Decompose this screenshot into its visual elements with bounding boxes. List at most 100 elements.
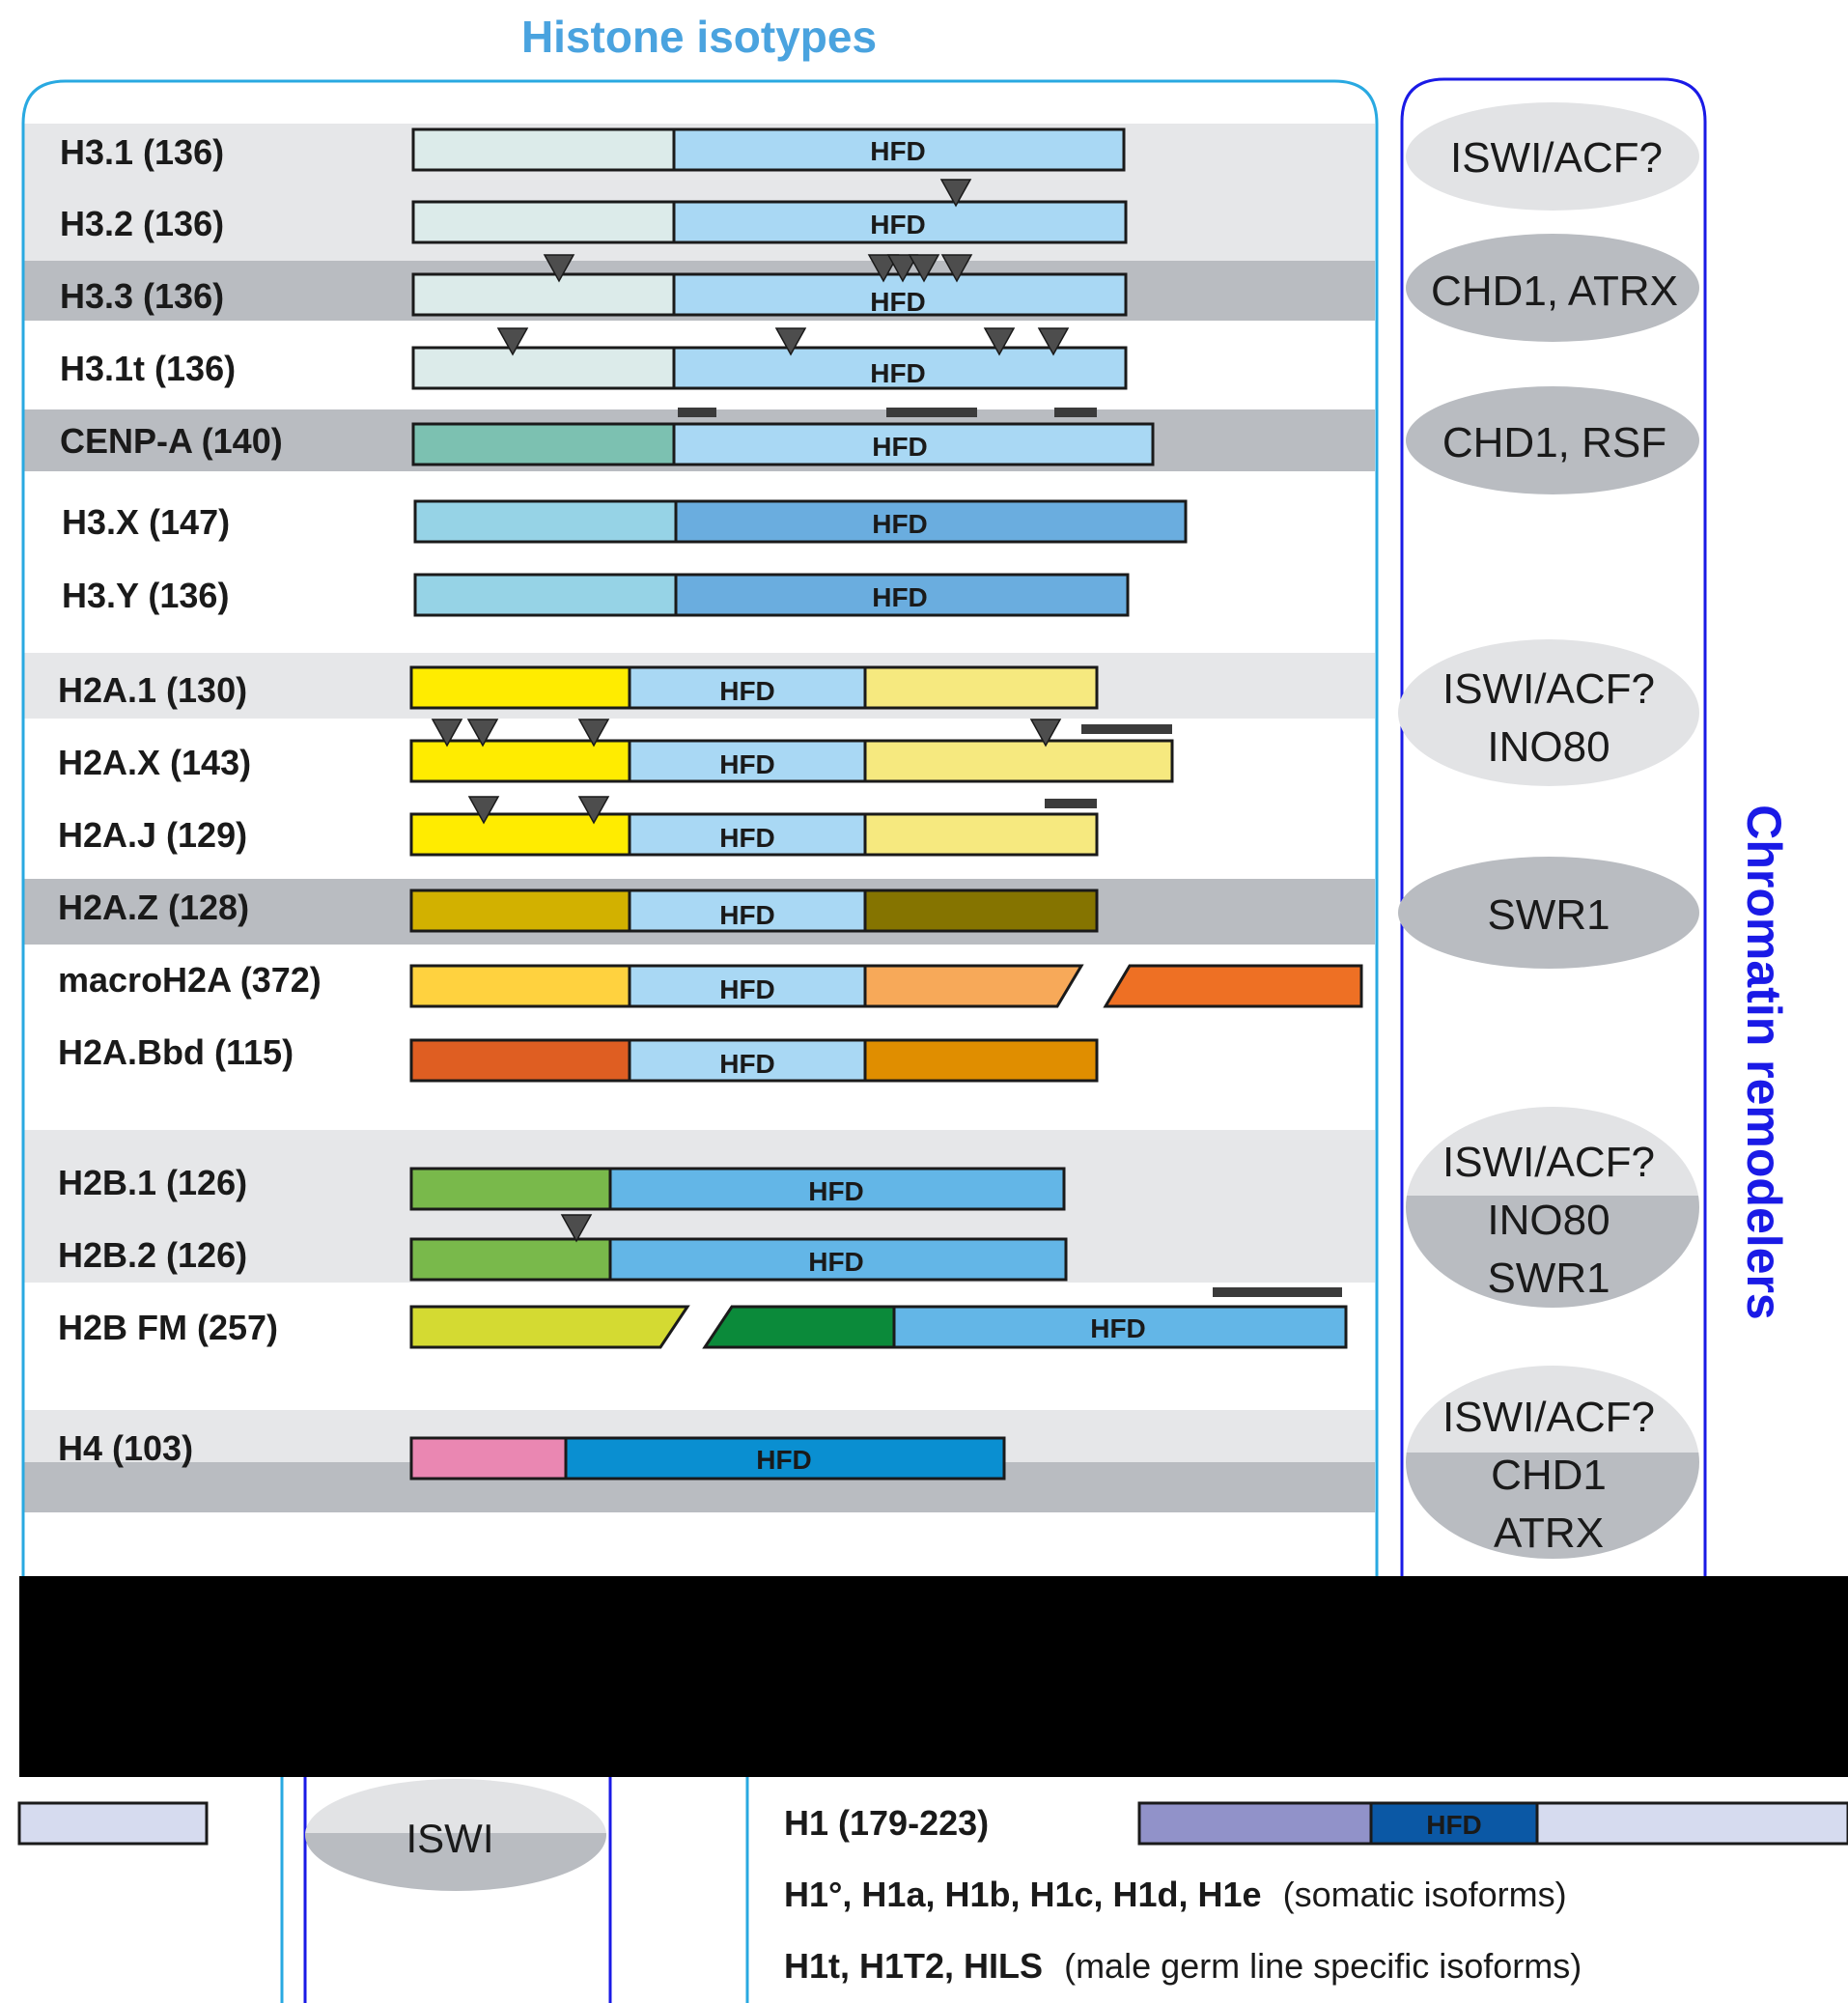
h2a-bbd-c-segment — [863, 1038, 1099, 1083]
marker-triangle — [466, 719, 499, 748]
hfd-label-h3-y: HFD — [872, 582, 928, 612]
label-h2b-fm: H2B FM (257) — [58, 1308, 278, 1347]
h2a-x-c-segment — [863, 739, 1174, 783]
label-h3-3: H3.3 (136) — [60, 276, 224, 316]
label-h2a-1: H2A.1 (130) — [58, 670, 247, 710]
region-dash — [1081, 724, 1172, 734]
hfd-label-h4: HFD — [756, 1445, 812, 1475]
h2a-1-c-segment — [863, 665, 1099, 710]
hfd-label-h2b-2: HFD — [808, 1247, 864, 1277]
hfd-label-h2b-1: HFD — [808, 1176, 864, 1206]
region-dash — [678, 408, 716, 417]
remodeler-text: SWR1 — [1487, 891, 1610, 939]
histone-labels: H3.1 (136) H3.2 (136) H3.3 (136) H3.1t (… — [58, 132, 322, 1468]
domain-bars — [409, 127, 1363, 1481]
label-h3-1: H3.1 (136) — [60, 132, 224, 172]
marker-triangle — [886, 254, 919, 283]
region-dash — [1213, 1287, 1342, 1297]
diagram-title: Histone isotypes — [521, 12, 877, 62]
h1-left-partial-bar — [17, 1801, 209, 1846]
h2b-fm-mid-segment — [702, 1305, 896, 1349]
macroh2a-n-segment — [409, 964, 631, 1008]
remodeler-text: ISWI/ACF? — [1442, 1139, 1655, 1186]
h3-x-tail-segment — [413, 499, 678, 544]
marker-triangle — [496, 327, 529, 356]
h2a-x-n-segment — [409, 739, 631, 783]
h3-1-hfd-segment — [672, 127, 1126, 172]
h2b-1-hfd-segment — [608, 1167, 1066, 1211]
remodeler-text: INO80 — [1487, 1197, 1610, 1244]
variant-markers — [431, 179, 1070, 1243]
remodeler-text: SWR1 — [1487, 1255, 1610, 1302]
h3-1t-hfd-segment — [672, 346, 1128, 390]
h1-somatic-isoforms: H1°, H1a, H1b, H1c, H1d, H1e (somatic is… — [784, 1875, 1567, 1914]
h4-n-segment — [409, 1436, 568, 1481]
region-dashes — [678, 408, 1342, 1297]
label-h3-2: H3.2 (136) — [60, 204, 224, 243]
marker-triangle — [774, 327, 807, 356]
h1-section: ISWI H1 (179-223) HFD H1°, H1a, H1b, H1c… — [17, 1777, 1848, 2003]
label-h2b-2: H2B.2 (126) — [58, 1235, 247, 1275]
hfd-label-macroh2a: HFD — [719, 974, 775, 1004]
label-h2a-x: H2A.X (143) — [58, 743, 251, 782]
macroh2a-linker-segment — [863, 964, 1084, 1008]
h1-germline-isoforms: H1t, H1T2, HILS (male germ line specific… — [784, 1946, 1582, 1986]
remodeler-panel-frame — [1400, 77, 1707, 1576]
germline-isoform-names: H1t, H1T2, HILS — [784, 1946, 1043, 1986]
h2b-1-n-segment — [409, 1167, 612, 1211]
hfd-label-h2a-1: HFD — [719, 676, 775, 706]
label-cenp-a: CENP-A (140) — [60, 421, 283, 461]
remodeler-iswi-acf-h31 — [1406, 102, 1699, 211]
label-macroh2a: macroH2A (372) — [58, 960, 322, 1000]
marker-triangle — [940, 254, 973, 283]
hfd-label-h2a-j: HFD — [719, 823, 775, 853]
marker-triangle — [867, 254, 900, 283]
marker-triangle — [431, 719, 463, 748]
hfd-label-h3-1t: HFD — [870, 358, 926, 388]
region-dash — [1045, 799, 1097, 808]
hfd-label-h2a-bbd: HFD — [719, 1049, 775, 1079]
h3-y-tail-segment — [413, 573, 678, 617]
hfd-label-h2a-z: HFD — [719, 900, 775, 930]
h2b-fm-n-segment — [409, 1305, 690, 1349]
remodeler-iswi-ino80-h2a — [1398, 639, 1699, 786]
h2a-bbd-n-segment — [409, 1038, 631, 1083]
hfd-label-cenp-a: HFD — [872, 432, 928, 462]
marker-triangle — [1037, 327, 1070, 356]
marker-triangle — [577, 796, 610, 825]
label-h2b-1: H2B.1 (126) — [58, 1163, 247, 1202]
label-h2a-z: H2A.Z (128) — [58, 888, 249, 927]
somatic-isoform-note: (somatic isoforms) — [1283, 1875, 1567, 1914]
h2b-2-n-segment — [409, 1237, 612, 1282]
histone-panel-frame — [21, 79, 1379, 1576]
remodeler-swr1-h2az — [1398, 857, 1699, 969]
marker-triangle — [983, 327, 1016, 356]
h3-2-hfd-segment — [672, 200, 1128, 244]
hfd-label-h3-x: HFD — [872, 509, 928, 539]
h1-c-segment — [1535, 1801, 1848, 1846]
label-h1: H1 (179-223) — [784, 1803, 989, 1843]
marker-triangle — [577, 719, 610, 748]
h4-hfd-segment — [564, 1436, 1006, 1481]
chromatin-remodelers-label: Chromatin remodelers — [1737, 804, 1791, 1319]
label-h3-y: H3.Y (136) — [62, 576, 229, 615]
h3-2-tail-segment — [411, 200, 676, 244]
marker-triangle — [543, 254, 575, 283]
h2a-1-n-segment — [409, 665, 631, 710]
hfd-label-h2b-fm: HFD — [1090, 1313, 1146, 1343]
germline-isoform-note: (male germ line specific isoforms) — [1064, 1946, 1582, 1986]
remodeler-text: CHD1 — [1491, 1452, 1607, 1499]
region-dash — [886, 408, 977, 417]
h2a-j-c-segment — [863, 812, 1099, 857]
black-band — [19, 1576, 1848, 1777]
h3-3-tail-segment — [411, 272, 676, 317]
marker-triangle — [939, 179, 972, 208]
h2a-j-n-segment — [409, 812, 631, 857]
h2b-fm-hfd-segment — [892, 1305, 1348, 1349]
cenp-a-tail-segment — [411, 422, 676, 466]
h2a-bbd-hfd-segment — [628, 1038, 867, 1083]
remodeler-text: ATRX — [1494, 1509, 1604, 1557]
hfd-label-h1: HFD — [1426, 1810, 1482, 1840]
somatic-isoform-names: H1°, H1a, H1b, H1c, H1d, H1e — [784, 1875, 1262, 1914]
remodeler-text: ISWI/ACF? — [1442, 1394, 1655, 1441]
